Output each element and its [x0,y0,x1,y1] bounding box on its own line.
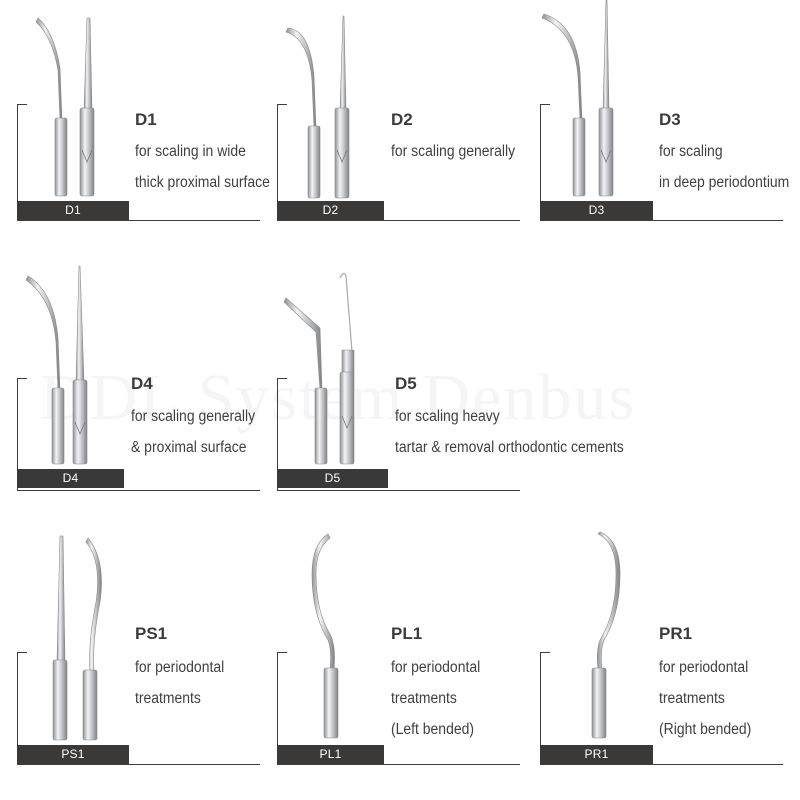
tip-code-pl1: PL1 [391,624,423,643]
tip-name-bar-pr1: PR1 [540,745,653,764]
tip-description-d3: for scaling in deep periodontium [659,136,789,198]
frame-top [17,652,27,653]
tip-code-d1: D1 [135,110,157,129]
description-line: (Left bended) [391,721,474,738]
tip-name-bar-ps1: PS1 [17,745,129,764]
tip-name-bar-d4: D4 [17,469,124,488]
description-line: in deep periodontium [659,174,790,191]
tip-code-pr1: PR1 [659,624,693,643]
tip-name-bar-d1: D1 [17,201,129,220]
tip-name-bar-d2: D2 [277,201,384,220]
frame-left [540,104,541,220]
description-line: treatments [391,690,457,707]
frame-bottom [540,220,783,221]
description-line: treatments [659,690,725,707]
frame-bottom [17,764,260,765]
tip-description-d5: for scaling heavy tartar & removal ortho… [395,401,624,463]
tip-code-d3: D3 [659,110,681,129]
watermark-text: DDL System Denbus [40,361,637,434]
description-line: for scaling heavy [395,408,500,425]
scaler-tip-image-ps1 [52,535,102,741]
tip-description-ps1: for periodontal treatments [135,652,224,714]
description-line: for periodontal [135,659,225,676]
description-line: treatments [135,690,201,707]
frame-bottom [277,490,520,491]
scaler-tip-image-pl1 [311,533,339,739]
tip-code-d2: D2 [391,110,413,129]
tip-name-bar-d5: D5 [277,469,388,488]
scaler-tip-image-d5 [283,272,355,465]
scaler-tip-image-d4 [25,265,88,465]
description-line: & proximal surface [131,439,247,456]
frame-bottom [17,490,260,491]
frame-left [277,104,278,220]
description-line: (Right bended) [659,721,752,738]
description-line: for scaling in wide [135,143,246,160]
tip-code-d4: D4 [131,374,153,393]
scaler-tip-image-d1 [35,17,95,197]
frame-bottom [277,220,520,221]
scaler-tip-image-pr1 [591,531,621,739]
frame-top [540,652,550,653]
tip-code-ps1: PS1 [135,624,168,643]
frame-top [540,104,550,105]
frame-left [277,378,278,490]
frame-bottom [17,220,260,221]
description-line: for periodontal [659,659,749,676]
tip-description-d2: for scaling generally [391,136,515,167]
frame-top [17,378,27,379]
scaler-tip-image-d3 [541,0,614,197]
tip-description-pl1: for periodontal treatments (Left bended) [391,652,480,745]
frame-top [277,652,287,653]
description-line: for scaling generally [391,143,516,160]
frame-left [277,652,278,764]
frame-top [17,104,27,105]
description-line: for periodontal [391,659,481,676]
scaler-tip-image-d2 [285,15,350,199]
frame-top [277,104,287,105]
description-line: tartar & removal orthodontic cements [395,439,624,456]
tip-description-pr1: for periodontal treatments (Right bended… [659,652,751,745]
frame-left [17,104,18,220]
tip-description-d1: for scaling in wide thick proximal surfa… [135,136,270,198]
frame-left [17,378,18,490]
description-line: thick proximal surface [135,174,270,191]
frame-top [277,378,287,379]
frame-bottom [277,764,520,765]
frame-left [540,652,541,764]
frame-bottom [540,764,783,765]
tip-description-d4: for scaling generally & proximal surface [131,401,255,463]
description-line: for scaling [659,143,723,160]
tip-code-d5: D5 [395,374,417,393]
description-line: for scaling generally [131,408,256,425]
tip-name-bar-pl1: PL1 [277,745,384,764]
tip-name-bar-d3: D3 [540,201,653,220]
frame-left [17,652,18,764]
